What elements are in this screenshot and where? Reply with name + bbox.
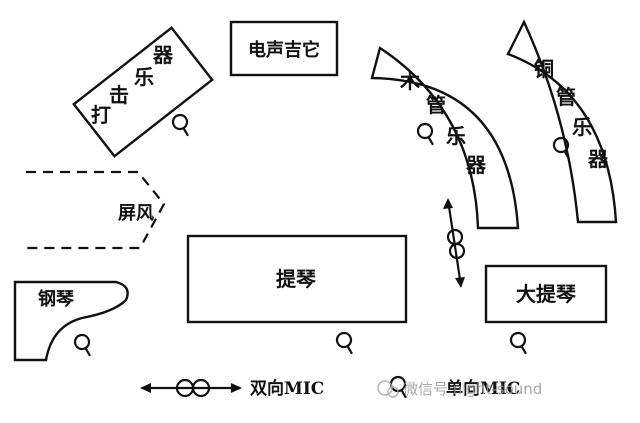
screen-label: 屏风 xyxy=(118,203,154,224)
piano-area: 钢琴 xyxy=(13,280,129,362)
piano-shape xyxy=(13,280,129,362)
violin-label: 提琴 xyxy=(276,267,317,291)
screen-outline xyxy=(26,170,166,250)
watermark: 微信号 night-sound xyxy=(377,380,542,398)
unidirectional-mic-icon xyxy=(73,333,91,357)
unidirectional-mic-icon xyxy=(509,331,527,355)
brass-arc xyxy=(506,19,618,224)
brass-char-4: 器 xyxy=(587,147,609,171)
legend-bidirectional: 双向MIC xyxy=(140,378,324,399)
woodwind-char-4: 器 xyxy=(465,153,487,177)
double-bass-box xyxy=(484,264,608,324)
legend-bidirectional-label: 双向MIC xyxy=(250,378,324,399)
woodwind-char-2: 管 xyxy=(426,93,446,117)
watermark-text: 微信号 night-sound xyxy=(403,380,542,398)
brass-char-3: 乐 xyxy=(572,115,592,139)
percussion-area: 器 乐 击 打 xyxy=(72,26,214,158)
violin-box xyxy=(186,234,408,324)
mic-unidirectional xyxy=(73,113,570,357)
percussion-box xyxy=(72,26,214,158)
piano-label: 钢琴 xyxy=(38,288,74,310)
legend-unidirectional-label: 单向MIC xyxy=(446,378,520,399)
woodwind-char-3: 乐 xyxy=(446,124,466,148)
percussion-char-2: 乐 xyxy=(134,65,154,89)
double-bass-label: 大提琴 xyxy=(516,282,577,306)
percussion-char-4: 打 xyxy=(91,103,111,127)
percussion-char-3: 击 xyxy=(109,83,129,107)
unidirectional-mic-icon xyxy=(335,331,353,355)
woodwind-char-1: 木 xyxy=(399,69,421,93)
woodwind-area: 木 管 乐 器 xyxy=(370,46,520,230)
percussion-char-1: 器 xyxy=(152,43,174,67)
unidirectional-mic-icon xyxy=(171,113,189,137)
brass-char-2: 管 xyxy=(556,85,576,109)
electric-guitar-label: 电声吉它 xyxy=(248,39,320,61)
electric-guitar-box xyxy=(229,20,339,77)
unidirectional-mic-icon xyxy=(552,136,570,160)
electric-guitar-area: 电声吉它 xyxy=(229,20,339,77)
unidirectional-mic-icon xyxy=(416,122,434,146)
brass-area: 铜 管 乐 器 xyxy=(506,19,618,224)
screen-area: 屏风 xyxy=(26,170,166,250)
brass-char-1: 铜 xyxy=(534,57,554,81)
woodwind-arc xyxy=(370,46,520,230)
violin-area: 提琴 xyxy=(186,234,408,324)
bidirectional-mic-icon xyxy=(443,198,466,288)
double-bass-area: 大提琴 xyxy=(484,264,608,324)
